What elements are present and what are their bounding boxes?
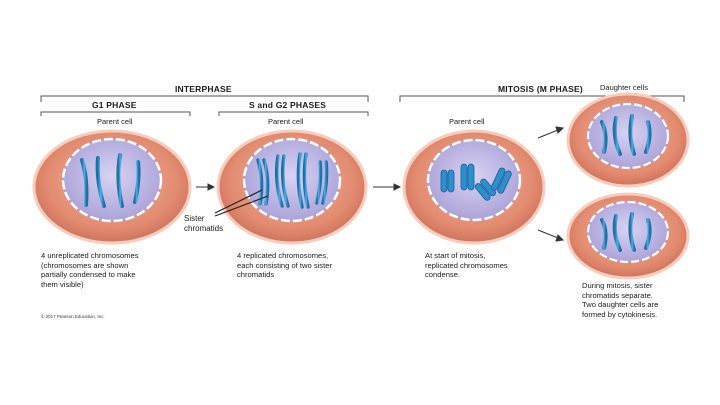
g1-bracket: [41, 112, 190, 116]
g1-cell: [34, 131, 190, 243]
arrow-s-to-mitosis: [373, 184, 400, 190]
parent-cell-label-s: Parent cell: [268, 117, 303, 126]
copyright-notice: © 2017 Pearson Education, Inc.: [41, 314, 105, 319]
daughter-cell-top: [568, 94, 688, 186]
parent-cell-label-g1: Parent cell: [97, 117, 132, 126]
mitosis-header: MITOSIS (M PHASE): [498, 84, 583, 94]
daughters-description: During mitosis, sister chromatids separa…: [582, 281, 658, 319]
g1-phase-header: G1 PHASE: [92, 100, 137, 110]
s-g2-cell: [218, 131, 366, 243]
s-g2-description: 4 replicated chromosomes, each consistin…: [237, 251, 332, 280]
g1-description: 4 unreplicated chromosomes (chromosomes …: [41, 251, 139, 289]
sister-chromatids-label: Sister chromatids: [184, 214, 223, 233]
s-g2-bracket: [219, 112, 368, 116]
mitosis-start-description: At start of mitosis, replicated chromoso…: [425, 251, 508, 280]
interphase-header: INTERPHASE: [175, 84, 232, 94]
mitosis-parent-cell: [404, 131, 544, 243]
daughter-cells-label: Daughter cells: [600, 83, 648, 92]
parent-cell-label-mitosis: Parent cell: [449, 117, 484, 126]
s-g2-phases-header: S and G2 PHASES: [249, 100, 326, 110]
daughter-cell-bottom: [568, 194, 688, 278]
arrow-to-daughter-top: [538, 127, 563, 138]
arrow-g1-to-s: [196, 184, 214, 190]
arrow-to-daughter-bottom: [538, 230, 563, 241]
